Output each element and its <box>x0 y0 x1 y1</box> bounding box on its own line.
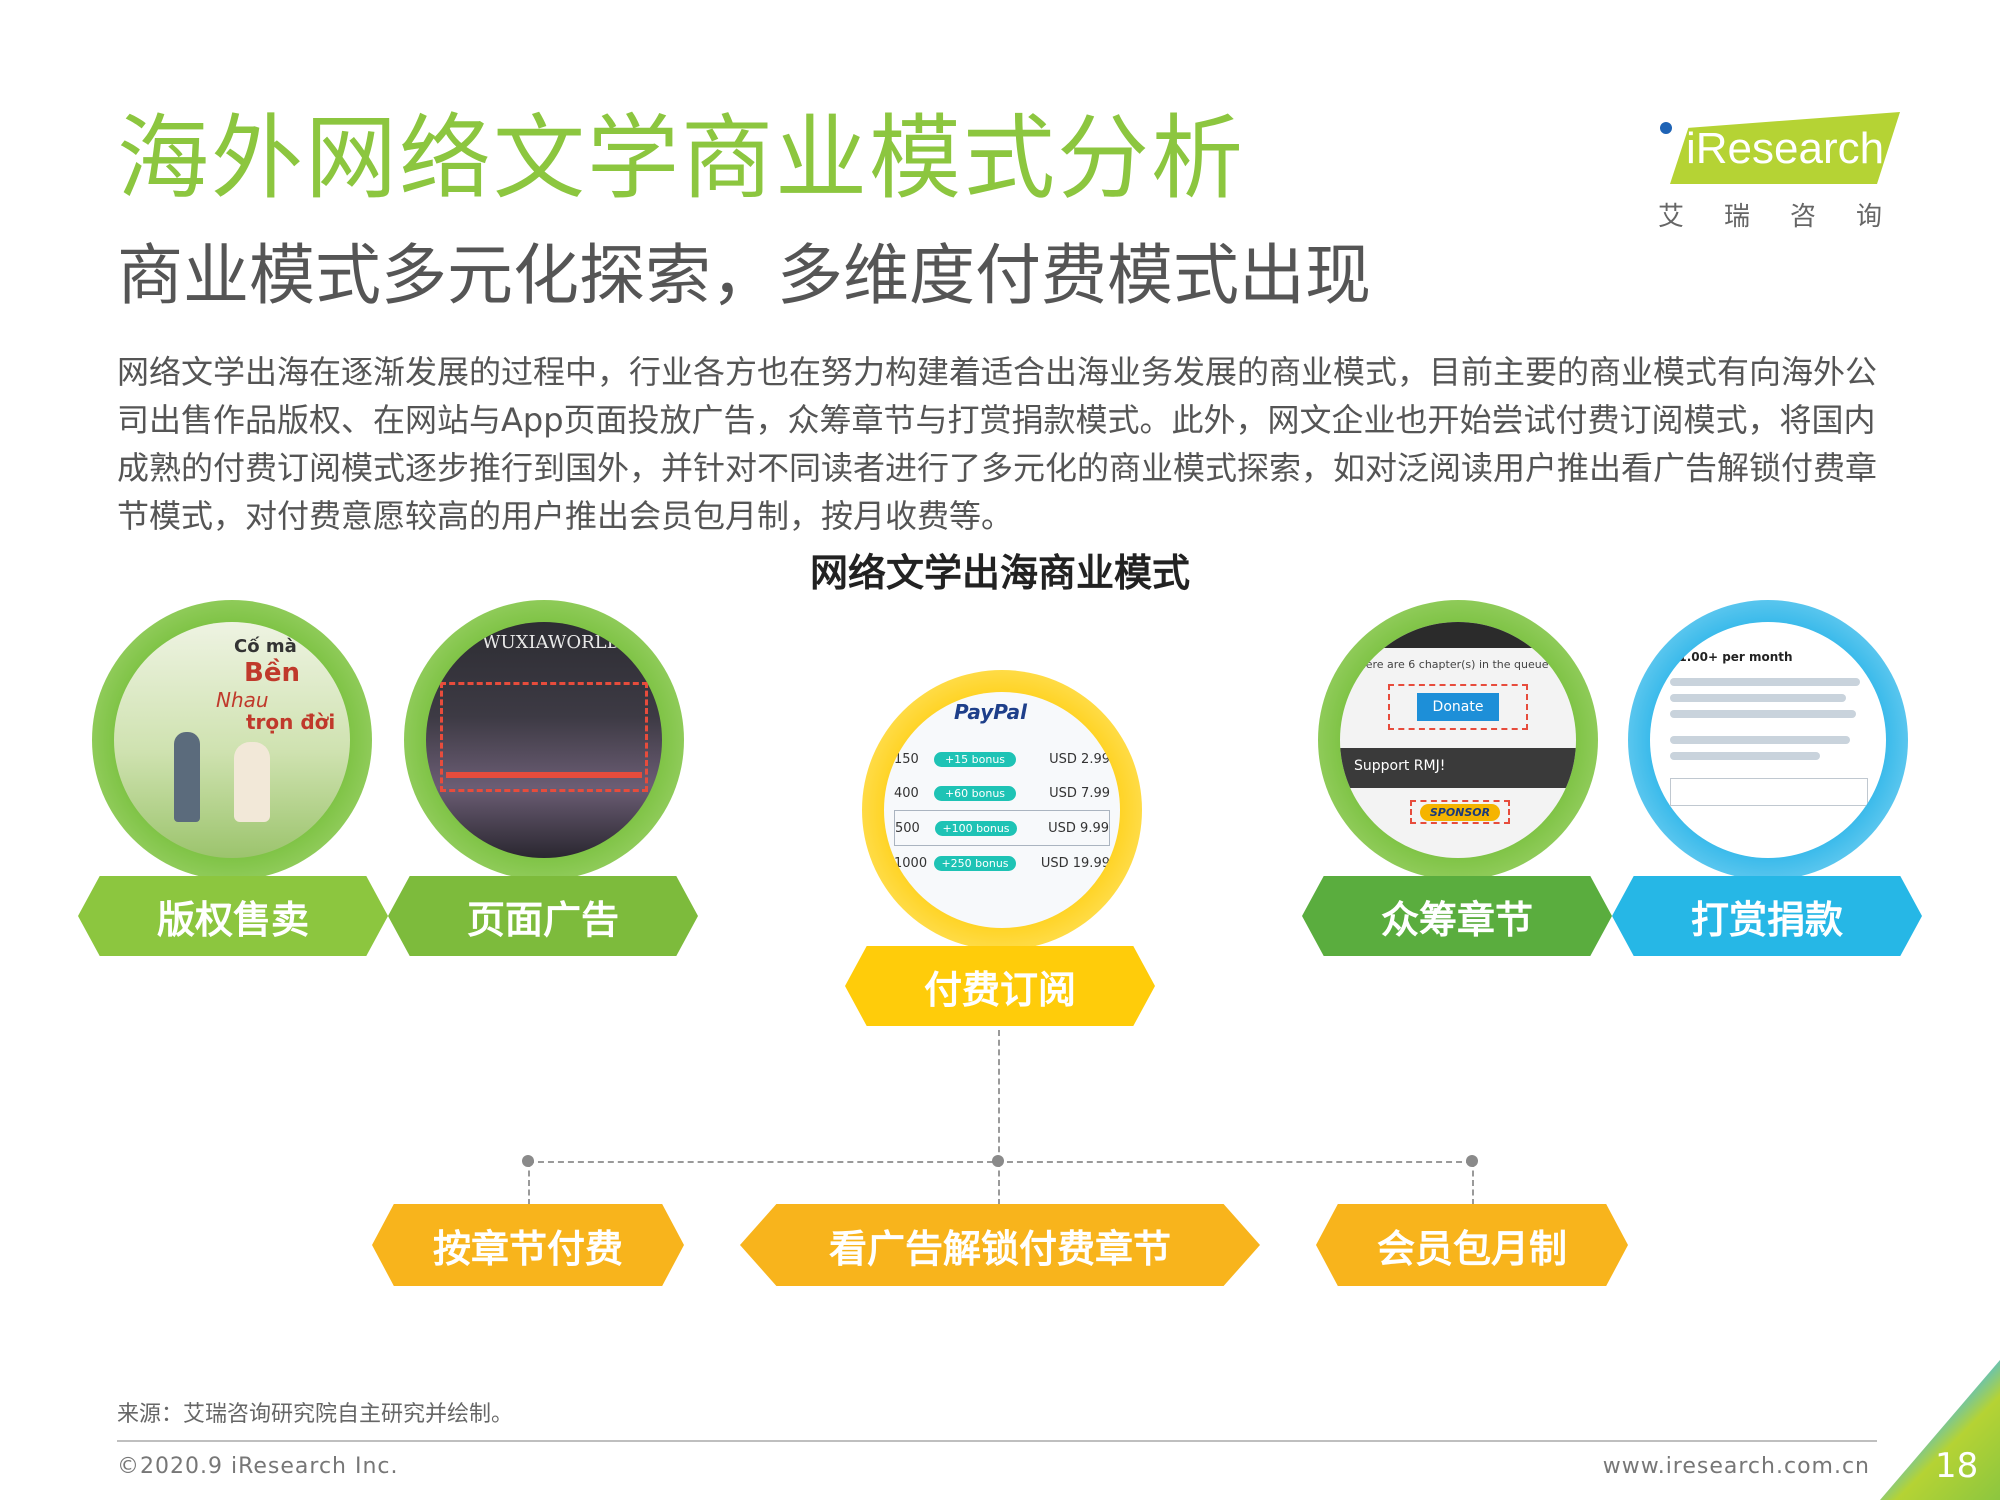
support-bar <box>1340 748 1576 788</box>
price-row[interactable]: 150 +15 bonus USD 2.99 <box>894 742 1110 776</box>
price-row-selected[interactable]: 500 +100 bonus USD 9.99 <box>894 810 1110 846</box>
footer-divider <box>117 1440 1877 1442</box>
label-pay-per-chapter: 按章节付费 <box>372 1204 684 1286</box>
price-value: USD 19.99 <box>1040 855 1110 871</box>
bonus-badge: +250 bonus <box>934 855 1016 871</box>
support-text: Support RMJ! <box>1354 758 1446 774</box>
connector-dot <box>522 1155 534 1167</box>
cover-text-line: Cố mà <box>234 636 297 657</box>
connector-dot <box>1466 1155 1478 1167</box>
page-number: 18 <box>1935 1446 1979 1486</box>
price-value: USD 9.99 <box>1048 820 1109 836</box>
page-title: 海外网络文学商业模式分析 <box>117 105 1246 212</box>
donate-button[interactable]: Donate <box>1416 693 1500 721</box>
connector-vertical <box>1472 1161 1474 1205</box>
label-ad-unlock-chapters: 看广告解锁付费章节 <box>740 1204 1260 1286</box>
label-paid-subscription: 付费订阅 <box>845 946 1155 1026</box>
cover-text-line: Nhau <box>216 688 269 712</box>
diagram-title: 网络文学出海商业模式 <box>809 551 1190 595</box>
pledge-price: $1.00+ per month <box>1670 650 1793 664</box>
label-crowdfunding: 众筹章节 <box>1302 876 1612 956</box>
bonus-badge: +15 bonus <box>934 751 1016 767</box>
coin-amount: 500 <box>895 820 920 836</box>
tips-donation-image: $1.00+ per month <box>1628 600 1908 880</box>
label-tips-donations: 打赏捐款 <box>1612 876 1922 956</box>
price-table: 150 +15 bonus USD 2.99 400 +60 bonus USD… <box>894 742 1110 880</box>
connector-vertical <box>998 1030 1000 1162</box>
sponsor-highlight: SPONSOR <box>1410 800 1510 824</box>
sponsor-button[interactable]: SPONSOR <box>1419 803 1501 821</box>
price-value: USD 7.99 <box>1049 785 1110 801</box>
connector-vertical <box>998 1161 1000 1205</box>
text-line <box>1670 678 1860 686</box>
label-copyright-sale: 版权售卖 <box>78 876 388 956</box>
novel-cover-image: Cố mà Bền Nhau trọn đời <box>114 622 350 858</box>
cover-figure <box>174 732 200 822</box>
cover-text-line: trọn đời <box>246 710 336 734</box>
site-header-bar <box>1340 622 1576 648</box>
price-value: USD 2.99 <box>1049 751 1110 767</box>
text-line <box>1670 736 1850 744</box>
cover-text-line: Bền <box>244 658 300 688</box>
coin-amount: 1000 <box>894 855 928 871</box>
iresearch-logo: iResearch 艾瑞咨询 <box>1650 104 1910 234</box>
website-url[interactable]: www.iresearch.com.cn <box>1602 1454 1870 1479</box>
copyright-sale-image: Cố mà Bền Nhau trọn đời <box>92 600 372 880</box>
bonus-badge: +100 bonus <box>935 820 1017 836</box>
connector-dot <box>992 1155 1004 1167</box>
logo-dot <box>1660 122 1672 134</box>
page-ads-image: WUXIAWORLD <box>404 600 684 880</box>
label-monthly-membership: 会员包月制 <box>1316 1204 1628 1286</box>
logo-wordmark: iResearch <box>1686 124 1885 173</box>
text-line <box>1670 694 1846 702</box>
cover-figure <box>234 742 270 822</box>
paypal-logo: PayPal <box>954 700 1028 724</box>
logo-chinese-name: 艾瑞咨询 <box>1658 202 1923 232</box>
crowdfund-screenshot: There are 6 chapter(s) in the queue Dona… <box>1340 622 1576 858</box>
coin-amount: 150 <box>894 751 919 767</box>
coin-amount: 400 <box>894 785 919 801</box>
copyright: ©2020.9 iResearch Inc. <box>117 1454 399 1479</box>
queue-text: There are 6 chapter(s) in the queue <box>1352 658 1549 671</box>
site-name: WUXIAWORLD <box>482 632 622 653</box>
bonus-badge: +60 bonus <box>934 785 1016 801</box>
amount-input[interactable] <box>1670 778 1868 806</box>
text-line <box>1670 752 1820 760</box>
label-page-ads: 页面广告 <box>388 876 698 956</box>
paid-subscription-image: PayPal 150 +15 bonus USD 2.99 400 +60 bo… <box>862 670 1142 950</box>
price-row[interactable]: 1000 +250 bonus USD 19.99 <box>894 846 1110 880</box>
source-note: 来源：艾瑞咨询研究院自主研究并绘制。 <box>117 1402 514 1427</box>
crowdfunding-image: There are 6 chapter(s) in the queue Dona… <box>1318 600 1598 880</box>
text-line <box>1670 710 1856 718</box>
website-screenshot: WUXIAWORLD <box>426 622 662 858</box>
connector-vertical <box>528 1161 530 1205</box>
price-row[interactable]: 400 +60 bonus USD 7.99 <box>894 776 1110 810</box>
paypal-screenshot: PayPal 150 +15 bonus USD 2.99 400 +60 bo… <box>884 692 1120 928</box>
patreon-screenshot: $1.00+ per month <box>1650 622 1886 858</box>
ad-area-highlight <box>440 682 648 792</box>
ad-bar <box>446 772 642 778</box>
intro-paragraph: 网络文学出海在逐渐发展的过程中，行业各方也在努力构建着适合出海业务发展的商业模式… <box>117 353 1878 535</box>
page-subtitle: 商业模式多元化探索，多维度付费模式出现 <box>117 237 1371 314</box>
donate-highlight: Donate <box>1388 684 1528 730</box>
